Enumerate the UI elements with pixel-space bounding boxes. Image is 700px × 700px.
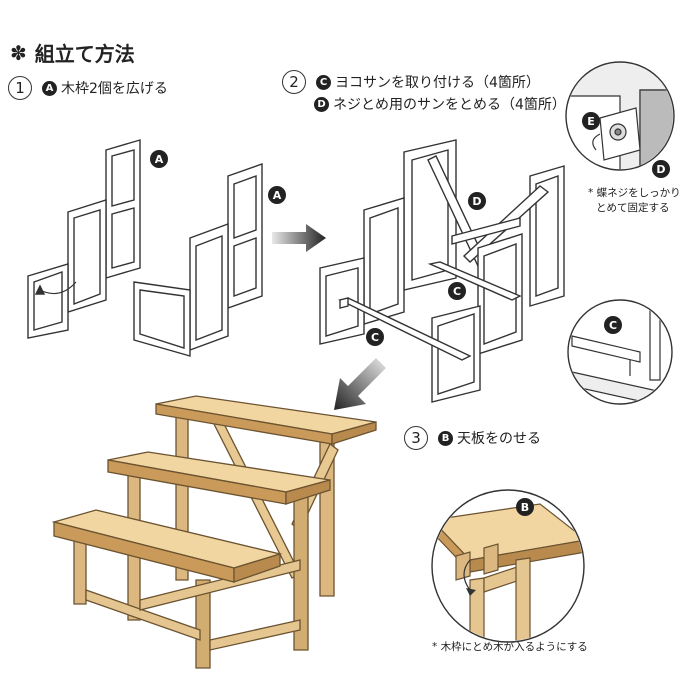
step-2-sub-caption: D ネジとめ用のサンをとめる（4箇所）	[314, 94, 566, 114]
zoom-detail-crossbar	[567, 299, 673, 405]
step-3-text: 天板をのせる	[457, 431, 541, 447]
label-a-2: A	[268, 186, 286, 204]
label-b: B	[516, 498, 534, 516]
step2-assembly	[319, 139, 565, 403]
screw-note: * 蝶ネジをしっかり とめて固定する	[588, 186, 681, 216]
step-1-badge: A	[42, 80, 57, 96]
finished-stand	[51, 395, 377, 669]
zoom-detail-screw	[565, 61, 675, 171]
page-title: ✽ 組立て方法	[10, 38, 135, 67]
step-2-badge-c: C	[316, 74, 331, 90]
arrow-down-left-icon	[334, 358, 386, 410]
label-d-2: D	[652, 160, 670, 178]
step-2-number: 2	[282, 70, 306, 94]
step-3-badge: B	[438, 430, 453, 446]
step-2-badge-d: D	[314, 96, 329, 112]
step-1-number: 1	[8, 76, 32, 100]
step-2-text-b: ネジとめ用のサンをとめる（4箇所）	[333, 97, 566, 113]
label-c-3: C	[604, 316, 622, 334]
label-c-1: C	[448, 282, 466, 300]
label-c-2: C	[366, 328, 384, 346]
screw-note-line2: とめて固定する	[596, 202, 670, 214]
zoom-detail-top-board	[431, 489, 585, 643]
flower-icon: ✽	[10, 40, 27, 65]
screw-note-line1: * 蝶ネジをしっかり	[588, 187, 681, 199]
step-2-caption: 2 C ヨコサンを取り付ける（4箇所）	[282, 70, 540, 94]
page-title-text: 組立て方法	[34, 42, 135, 66]
step-3-caption: 3 B 天板をのせる	[404, 426, 541, 450]
label-a-1: A	[150, 150, 168, 168]
frame-note: * 木枠にとめ木が入るようにする	[432, 641, 588, 653]
step-1-caption: 1 A 木枠2個を広げる	[8, 76, 168, 100]
frame-a-left	[27, 139, 141, 339]
step-2-text-a: ヨコサンを取り付ける（4箇所）	[335, 75, 540, 91]
label-d-1: D	[468, 192, 486, 210]
frame-a-right	[133, 163, 263, 357]
step-3-number: 3	[404, 426, 428, 450]
step-1-text: 木枠2個を広げる	[61, 81, 168, 97]
arrow-right-icon	[272, 224, 326, 252]
label-e: E	[582, 112, 600, 130]
